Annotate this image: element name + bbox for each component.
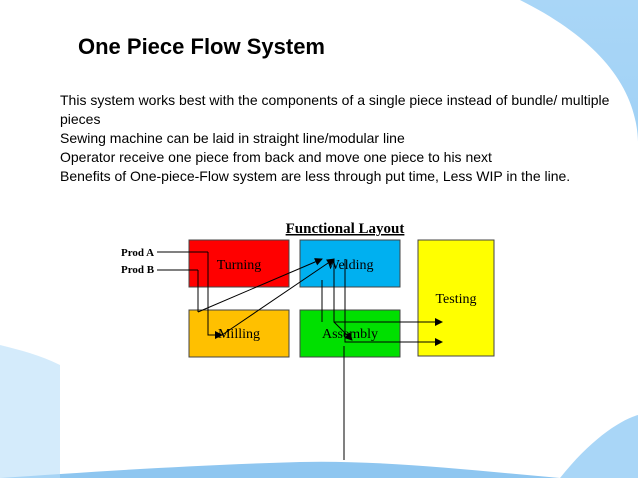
body-paragraph: Operator receive one piece from back and… (60, 149, 492, 165)
diagram-title: Functional Layout (286, 221, 405, 237)
slide-body: This system works best with the componen… (60, 91, 620, 186)
body-paragraph: Benefits of One-piece-Flow system are le… (60, 168, 571, 184)
station-assembly-label: Assembly (322, 327, 378, 342)
station-testing-label: Testing (435, 292, 476, 307)
input-prod-b-label: Prod B (121, 264, 155, 276)
flow-lines (157, 251, 443, 460)
input-prod-a-label: Prod A (121, 247, 154, 259)
station-milling-box (188, 309, 290, 358)
station-welding-label: Welding (326, 258, 373, 273)
body-paragraph: Sewing machine can be laid in straight l… (60, 130, 405, 146)
station-milling-label: Milling (218, 327, 260, 342)
slide-title: One Piece Flow System (78, 34, 325, 59)
station-turning-label: Turning (217, 258, 262, 273)
station-turning-box (188, 239, 290, 288)
station-testing-box (417, 239, 495, 357)
body-paragraph: This system works best with the componen… (60, 92, 610, 127)
